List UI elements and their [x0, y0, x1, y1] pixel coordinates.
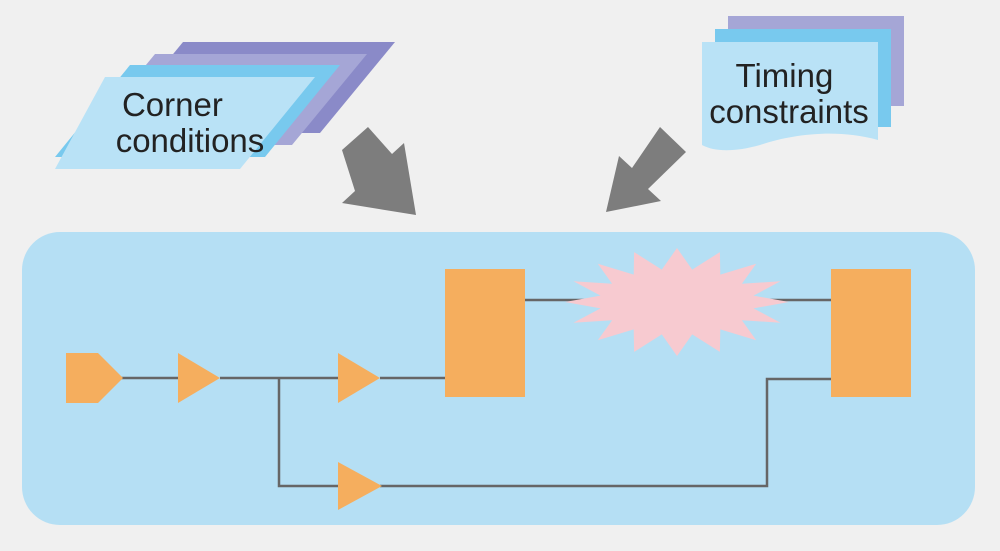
- corner-layer-front: [55, 77, 315, 169]
- corner-conditions-stack: Corner conditions: [55, 42, 395, 169]
- buffer-icon-1: [178, 353, 220, 403]
- buffer-icon-2: [338, 353, 380, 403]
- corner-conditions-line2: conditions: [116, 122, 265, 159]
- corner-arrow-icon: [342, 127, 416, 215]
- timing-constraints-stack: Timing constraints: [702, 16, 904, 151]
- corner-conditions-label: Corner conditions: [116, 86, 265, 159]
- timing-burst-icon: [565, 248, 789, 356]
- timing-constraints-label: Timing constraints: [709, 57, 869, 130]
- wire-buffer3-to-flipflop2: [380, 377, 831, 488]
- buffer-icon-3: [338, 462, 382, 510]
- timing-constraints-line2: constraints: [709, 93, 869, 130]
- timing-constraints-line1: Timing: [736, 57, 834, 94]
- corner-conditions-line1: Corner: [122, 86, 223, 123]
- flip-flop-2: [831, 269, 911, 397]
- timing-arrow-icon: [606, 127, 686, 212]
- wire-branch-to-buffer3: [277, 378, 338, 488]
- input-port-icon: [66, 353, 123, 403]
- timing-layer-front: [702, 42, 878, 151]
- flip-flop-1: [445, 269, 525, 397]
